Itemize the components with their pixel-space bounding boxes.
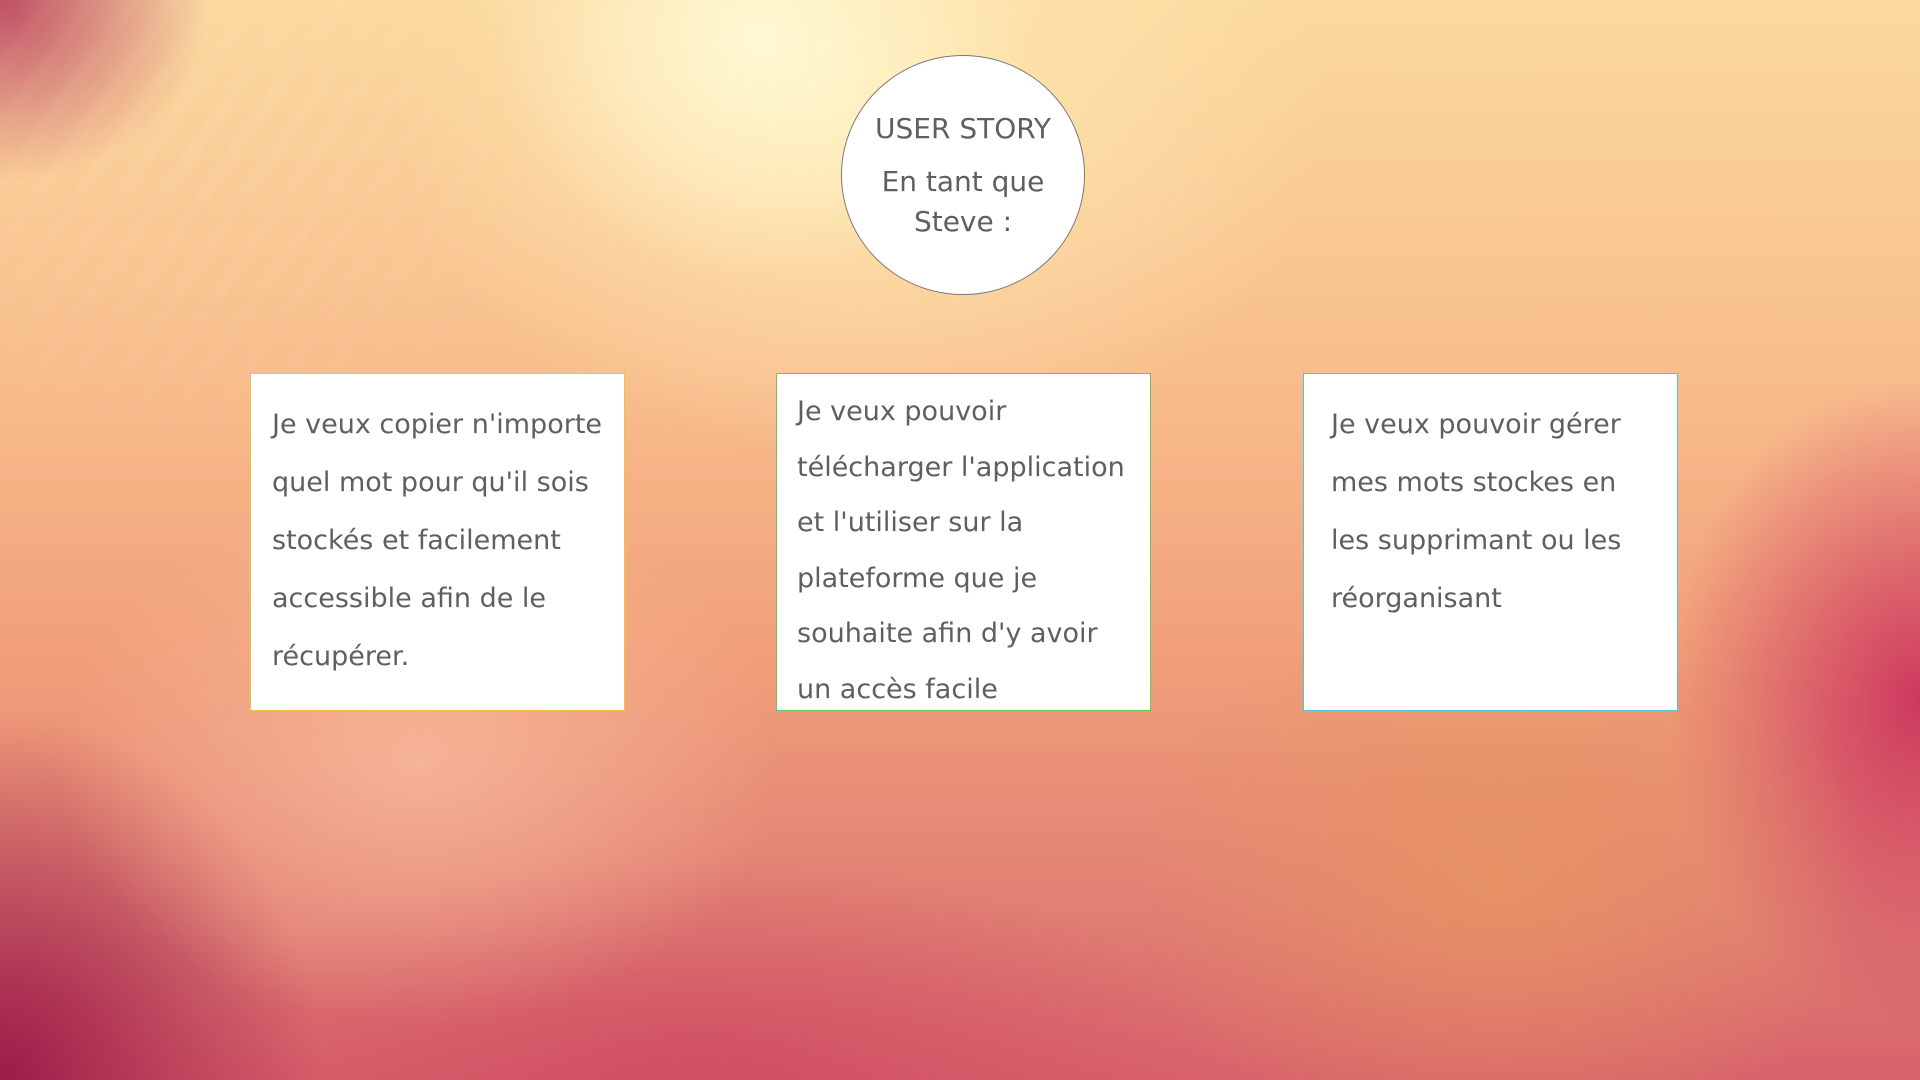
story-card-text: Je veux copier n'importe quel mot pour q… <box>272 409 603 672</box>
story-card-text: Je veux pouvoir télécharger l'applicatio… <box>797 396 1125 705</box>
user-story-circle: USER STORY En tant que Steve : <box>841 55 1085 295</box>
story-card-text: Je veux pouvoir gérer mes mots stockes e… <box>1331 409 1622 614</box>
story-card-download: Je veux pouvoir télécharger l'applicatio… <box>776 373 1151 711</box>
story-card-manage: Je veux pouvoir gérer mes mots stockes e… <box>1303 373 1678 711</box>
user-story-title: USER STORY <box>875 112 1051 145</box>
user-story-subtitle: En tant que Steve : <box>881 165 1045 238</box>
story-card-copy: Je veux copier n'importe quel mot pour q… <box>250 373 625 711</box>
